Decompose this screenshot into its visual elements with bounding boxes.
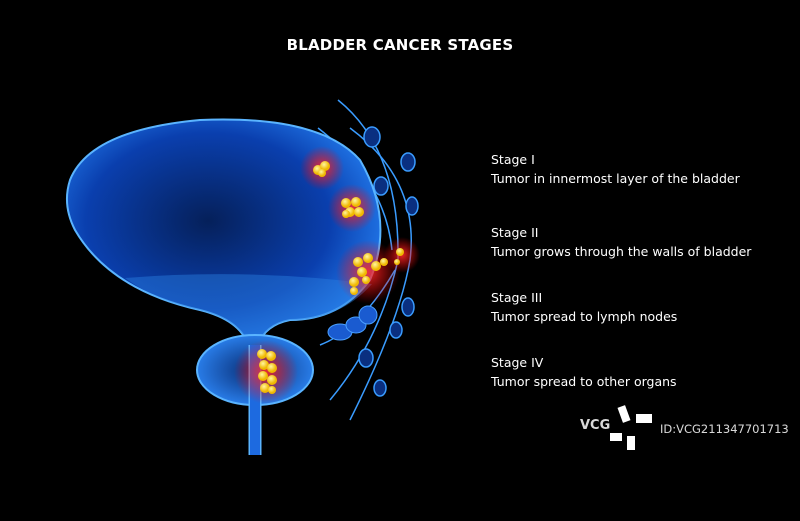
tumor-stage-3: [349, 248, 404, 295]
stage-4-name: Stage IV: [491, 355, 544, 370]
stage-1-block: Stage I Tumor in innermost layer of the …: [491, 150, 740, 188]
tumor-stage-2: [341, 197, 364, 218]
diagram-title: BLADDER CANCER STAGES: [286, 36, 514, 54]
stage-1-name: Stage I: [491, 152, 535, 167]
lymph-tumor-mass: [327, 305, 378, 341]
tumor-stage-1: [313, 161, 330, 177]
stage-3-name: Stage III: [491, 290, 543, 305]
stage-2-description: Tumor grows through the walls of bladder: [491, 244, 752, 259]
watermark-logo-icon: [610, 405, 652, 450]
stage-4-description: Tumor spread to other organs: [491, 374, 677, 389]
urine-level: [125, 274, 372, 345]
watermark-id: ID:VCG211347701713: [660, 422, 789, 436]
lymph-nodes: [358, 126, 419, 397]
tumor-stage-4: [257, 349, 277, 394]
stage-3-description: Tumor spread to lymph nodes: [491, 309, 678, 324]
stage-2-block: Stage II Tumor grows through the walls o…: [491, 223, 751, 261]
stage-1-description: Tumor in innermost layer of the bladder: [491, 171, 740, 186]
stage-2-name: Stage II: [491, 225, 539, 240]
stage-3-block: Stage III Tumor spread to lymph nodes: [491, 288, 677, 326]
stage-4-block: Stage IV Tumor spread to other organs: [491, 353, 677, 391]
watermark-logo-text: VCG: [580, 418, 611, 433]
